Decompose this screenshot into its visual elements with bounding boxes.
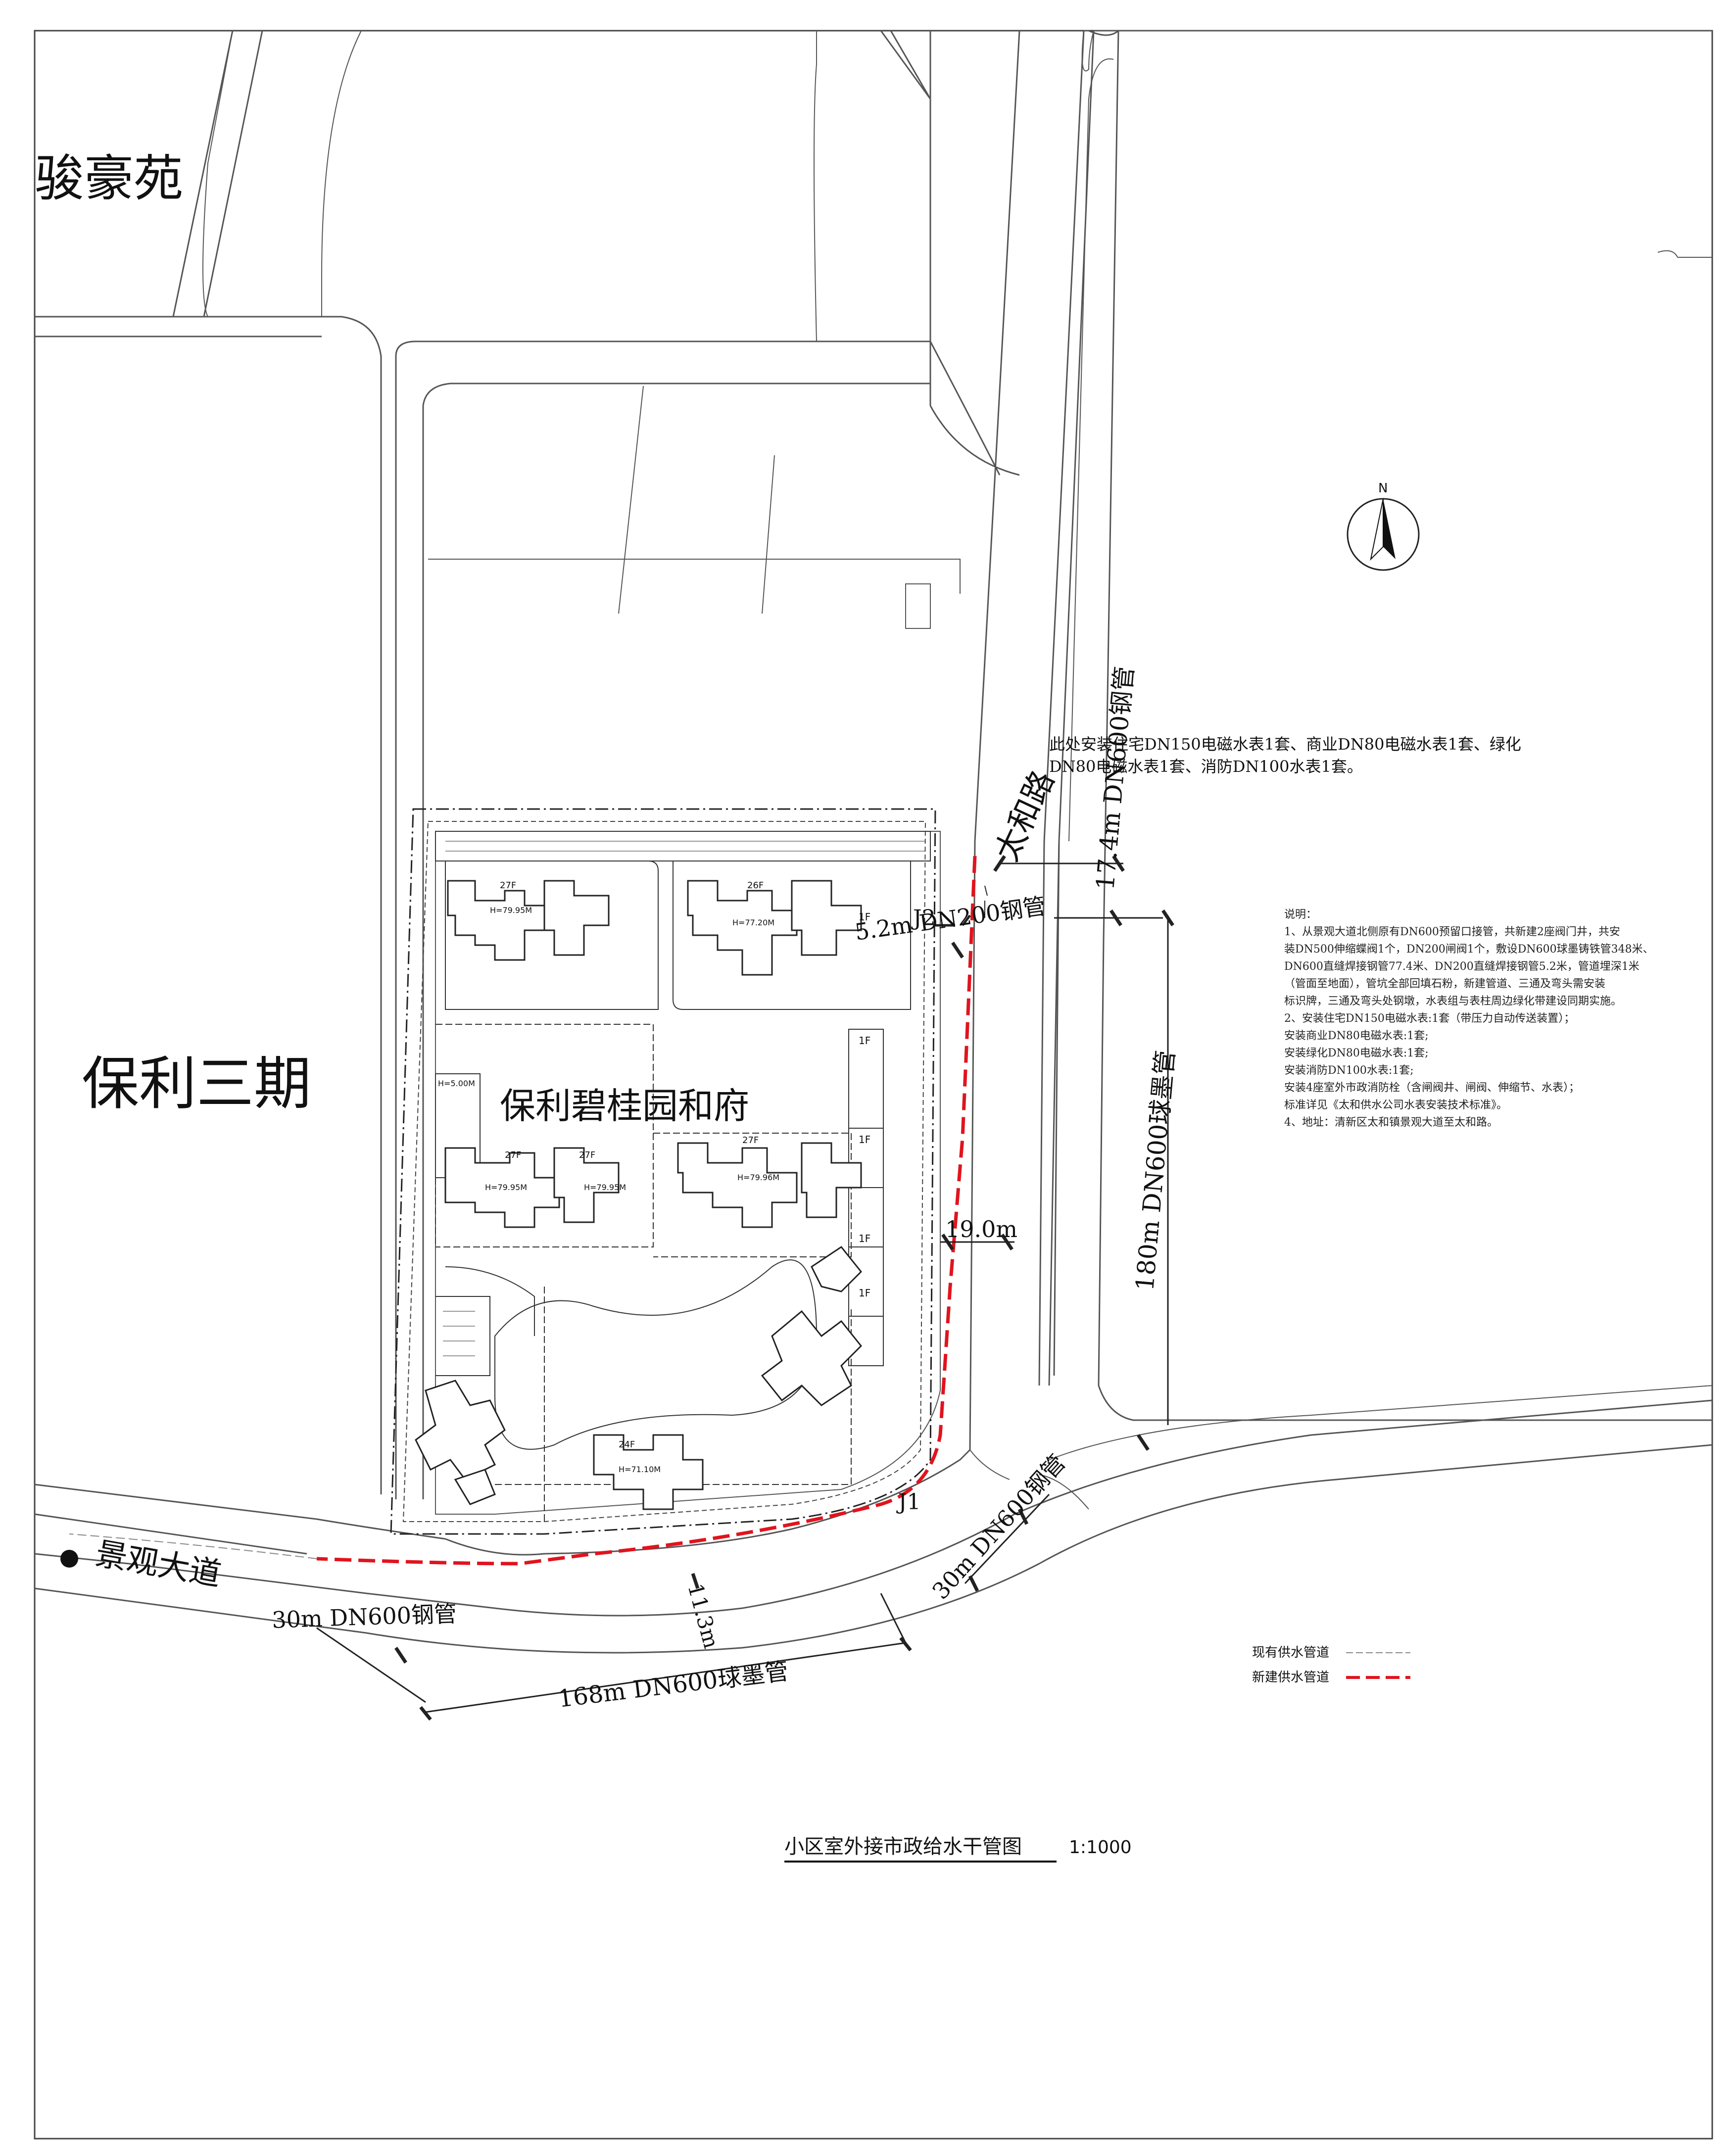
junction-j2-label: J2 [911, 906, 936, 931]
tower-b1-height: H=79.95M [490, 906, 532, 915]
legend-existing-label: 现有供水管道 [1252, 1645, 1329, 1660]
dimension-lines [316, 855, 1174, 1721]
area-label-junhaoyuan: 骏豪苑 [35, 149, 183, 207]
meter-installation-note: 此处安装住宅DN150电磁水表1套、商业DN80电磁水表1套、绿化 DN80电磁… [1049, 735, 1521, 776]
notes-line-11: 标准详见《太和供水公司水表安装技术标准》。 [1284, 1099, 1507, 1111]
tower-b2 [444, 1147, 620, 1228]
notes-line-9: 安装消防DN100水表:1套; [1284, 1064, 1414, 1077]
pipe-label-east-segment: 19.0m [945, 1216, 1017, 1243]
tower-b1-floors: 27F [500, 880, 516, 891]
project-name-label: 保利碧桂园和府 [500, 1085, 749, 1127]
legend-new-label: 新建供水管道 [1252, 1670, 1329, 1685]
meter-note-line-1: 此处安装住宅DN150电磁水表1套、商业DN80电磁水表1套、绿化 [1049, 735, 1521, 754]
tower-b2-height: H=79.95M [485, 1183, 527, 1192]
notes-line-7: 安装商业DN80电磁水表:1套; [1284, 1030, 1429, 1042]
compass-north-letter: N [1378, 481, 1388, 496]
tower-b3-floors: 26F [747, 880, 764, 891]
area-label-poly-phase3: 保利三期 [82, 1051, 311, 1117]
tower-b3-height: H=77.20M [732, 918, 774, 927]
north-arrow-icon: N [1347, 481, 1420, 571]
shop-3-floors: 1F [859, 1134, 870, 1146]
small-building-height: H=5.00M [438, 1079, 475, 1088]
tower-b2-floors: 27F [505, 1150, 521, 1160]
tower-b1 [447, 880, 610, 961]
road-network [34, 30, 1713, 1654]
tower-b6-floors: 24F [619, 1439, 635, 1450]
tower-b5 [677, 1142, 862, 1228]
residential-towers [415, 880, 863, 1510]
legend: 现有供水管道 新建供水管道 [1252, 1645, 1410, 1685]
shop-1-floors: 1F [859, 911, 870, 923]
notes-line-6: 2、安装住宅DN150电磁水表:1套（带压力自动传送装置）； [1284, 1012, 1575, 1025]
tower-b5-floors: 27F [742, 1135, 759, 1146]
title-scale: 1:1000 [1069, 1837, 1132, 1858]
junction-j1-label: J1 [896, 1489, 921, 1515]
title-main: 小区室外接市政给水干管图 [784, 1835, 1022, 1858]
project-inner-boundary [402, 821, 926, 1522]
notes-line-10: 安装4座室外市政消防栓（含闸阀井、闸阀、伸缩节、水表）； [1284, 1082, 1580, 1094]
tower-b4-height: H=79.95M [584, 1183, 626, 1192]
new-water-main [316, 856, 977, 1566]
tower-east-rotated [761, 1245, 863, 1406]
notes-heading: 说明： [1284, 909, 1317, 921]
shop-4-floors: 1F [859, 1233, 870, 1244]
connection-point-icon [60, 1550, 78, 1568]
tower-b5-height: H=79.96M [737, 1173, 779, 1182]
tower-b6 [593, 1434, 704, 1510]
tower-b3 [687, 880, 862, 976]
building-tags: 27F H=79.95M 26F H=77.20M 27F H=79.95M 2… [438, 880, 870, 1474]
tower-b4-floors: 27F [579, 1150, 595, 1160]
notes-line-5: 标识牌，三通及弯头处钢墩，水表组与表柱周边绿化带建设同期实施。 [1284, 995, 1622, 1007]
notes-line-3: DN600直缝焊接钢管77.4米、DN200直缝焊接钢管5.2米，管道埋深1米 [1284, 960, 1640, 973]
tower-b6-height: H=71.10M [619, 1465, 661, 1474]
drawing-title: 小区室外接市政给水干管图 1:1000 [784, 1835, 1132, 1863]
existing-water-main [69, 1533, 317, 1559]
notes-line-12: 4、地址：清新区太和镇景观大道至太和路。 [1284, 1116, 1498, 1129]
pipe-label-west-steel: 30m DN600钢管 [271, 1600, 457, 1633]
tower-southwest-rotated [415, 1380, 506, 1505]
notes-line-4: （管面至地面），管坑全部回填石粉，新建管道、三通及弯头需安装 [1284, 978, 1605, 990]
junction-markers: J2 J1 [896, 885, 988, 1515]
general-notes: 说明： 1、从景观大道北侧原有DN600预留口接管，共新建2座阀门井，共安 装D… [1284, 909, 1654, 1129]
drawing-frame [34, 30, 1713, 2140]
shop-2-floors: 1F [859, 1035, 870, 1047]
meter-note-line-2: DN80电磁水表1套、消防DN100水表1套。 [1049, 757, 1363, 776]
project-boundary [390, 808, 936, 1535]
shop-5-floors: 1F [859, 1287, 870, 1299]
notes-line-8: 安装绿化DN80电磁水表:1套; [1284, 1047, 1429, 1059]
notes-line-2: 装DN500伸缩蝶阀1个，DN200闸阀1个，敷设DN600球墨铸铁管348米、 [1284, 943, 1654, 956]
notes-line-1: 1、从景观大道北侧原有DN600预留口接管，共新建2座阀门井，共安 [1284, 926, 1620, 938]
